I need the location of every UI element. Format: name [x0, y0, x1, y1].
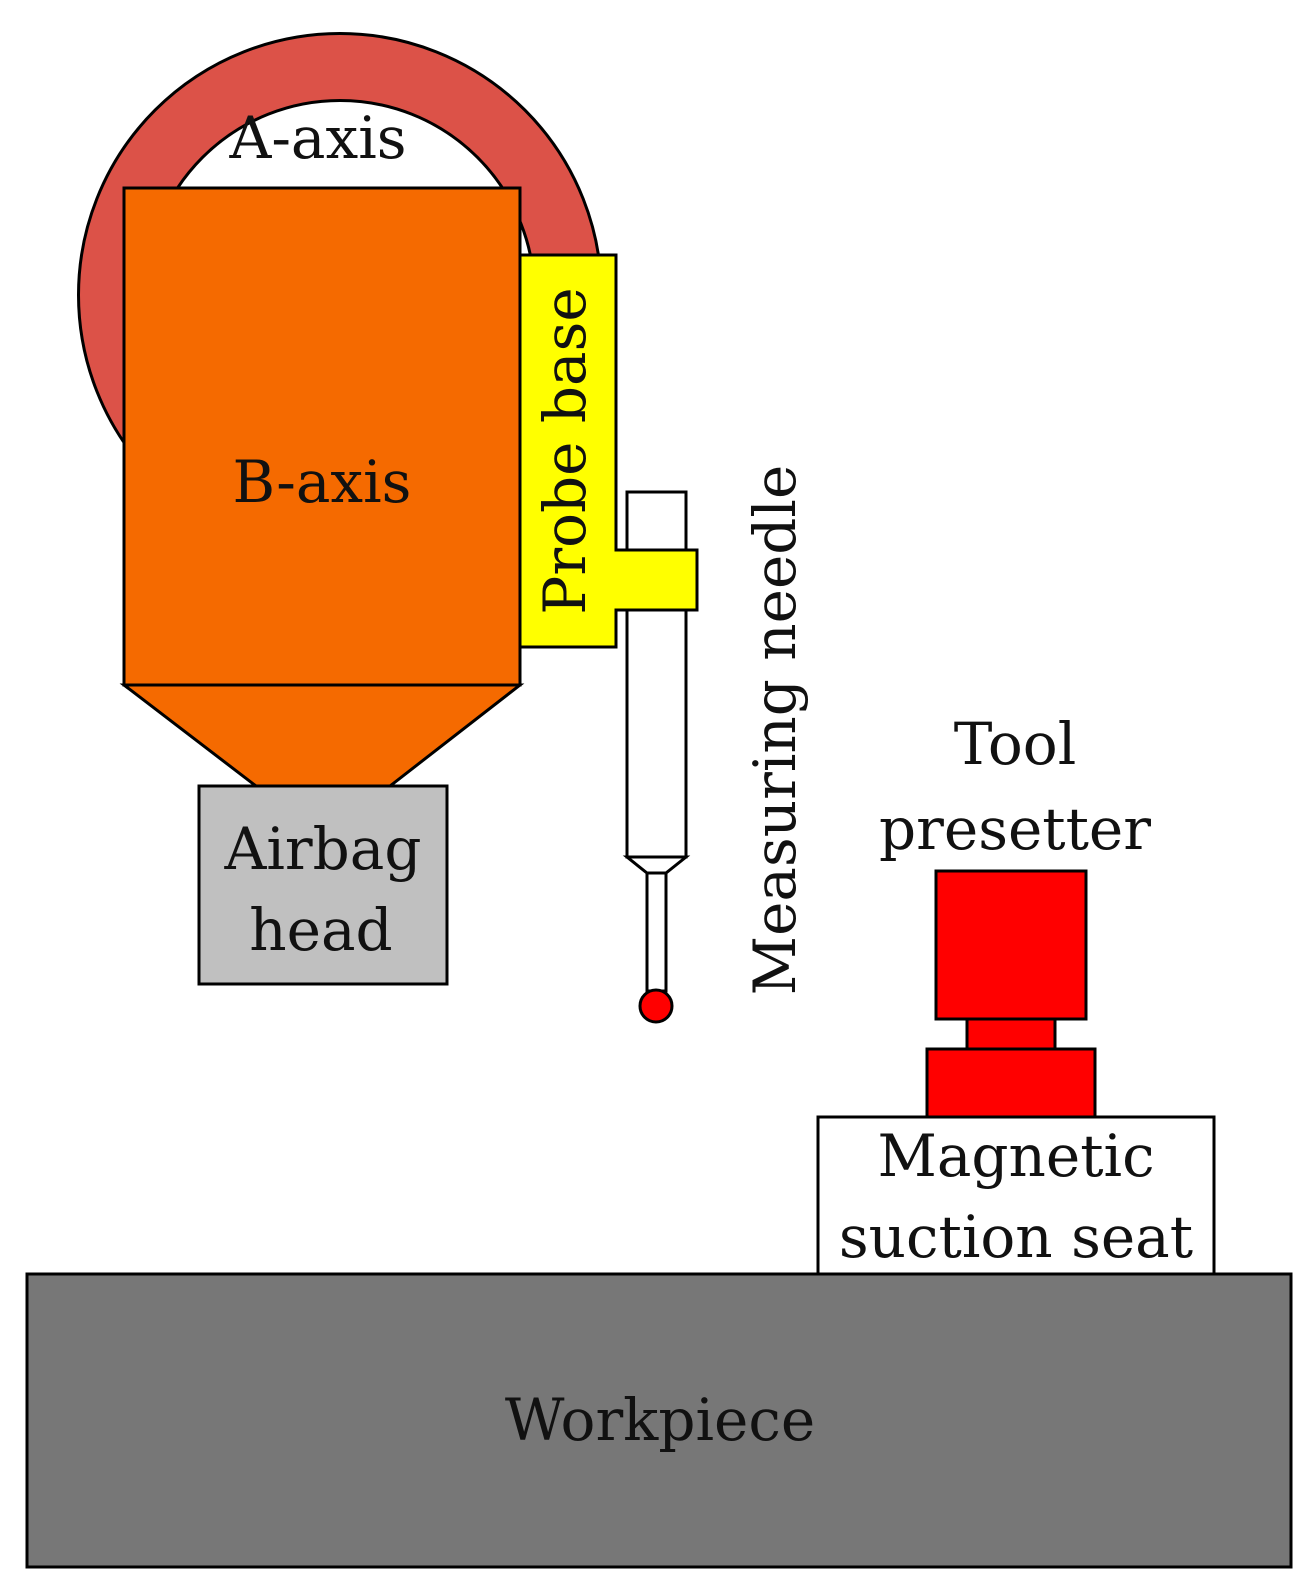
airbag-head	[197, 784, 449, 986]
probe-tip	[638, 988, 674, 1024]
magnetic-seat-label-line1: Magnetic	[877, 1122, 1154, 1190]
a-axis-label: A-axis	[228, 104, 406, 172]
b-axis-label: B-axis	[233, 448, 412, 516]
magnetic-seat-label-line2: suction seat	[839, 1203, 1193, 1271]
tool-presetter-label-line2: presetter	[879, 795, 1151, 863]
tool-presetter-label-line1: Tool	[954, 710, 1077, 778]
measuring-needle-label: Measuring needle	[741, 465, 809, 996]
airbag-head-label-line2: head	[249, 896, 392, 964]
workpiece	[25, 1272, 1293, 1569]
workpiece-label: Workpiece	[505, 1386, 815, 1454]
probe-base	[518, 253, 699, 649]
measuring-needle	[622, 490, 691, 1024]
airbag-head-label-line1: Airbag	[224, 815, 422, 883]
magnetic-suction-seat	[816, 1115, 1216, 1276]
probe-base-label: Probe base	[531, 287, 599, 614]
tool-presetter	[925, 869, 1097, 1119]
